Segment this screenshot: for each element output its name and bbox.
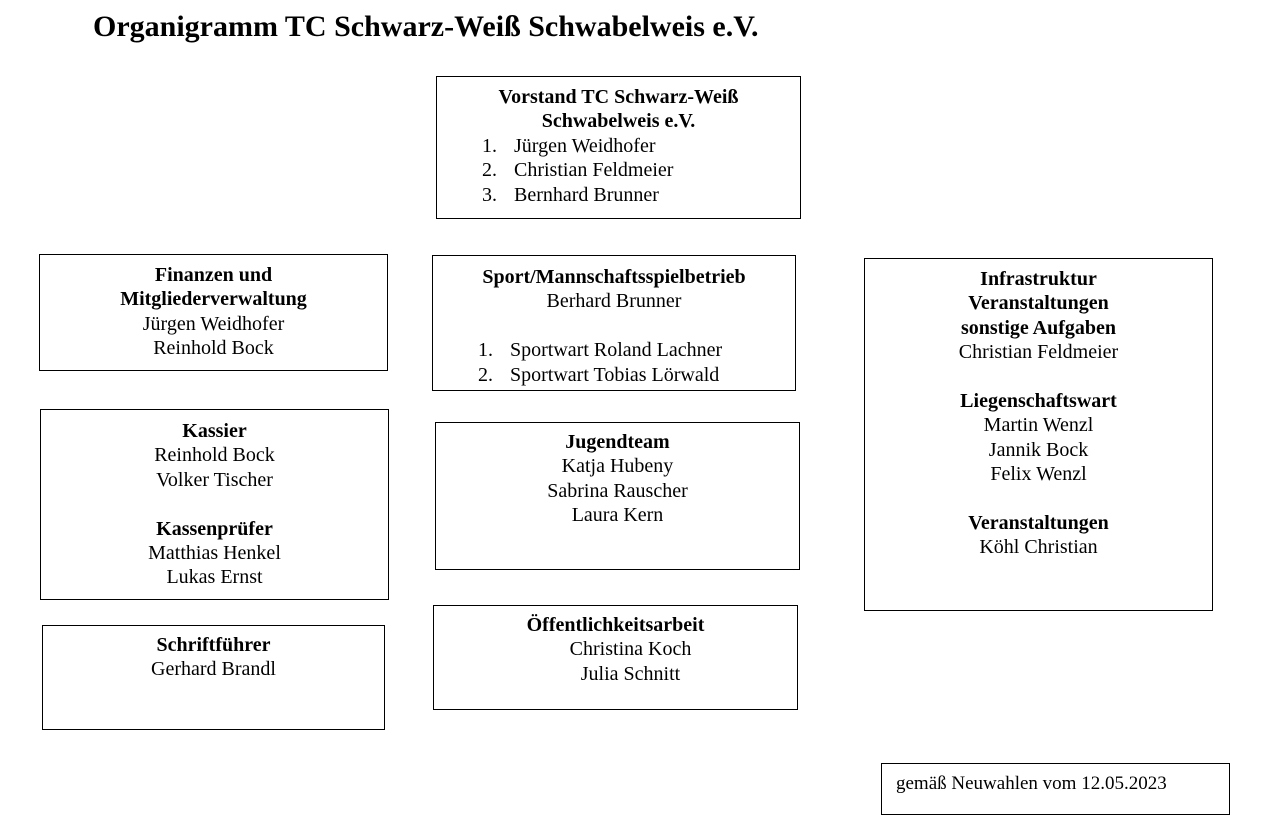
election-note: gemäß Neuwahlen vom 12.05.2023 — [896, 773, 1167, 794]
person-name: Reinhold Bock — [153, 337, 274, 360]
vorstand-box: Vorstand TC Schwarz-Weiß Schwabelweis e.… — [436, 76, 801, 219]
kassier-box: Kassier Reinhold Bock Volker Tischer Kas… — [40, 409, 389, 600]
sportwart-name: Sportwart Roland Lachner — [510, 339, 723, 362]
person-name: Reinhold Bock — [154, 444, 275, 467]
person-name: Felix Wenzl — [990, 463, 1087, 486]
list-item: 2. Christian Feldmeier — [482, 158, 800, 182]
jugendteam-box: Jugendteam Katja Hubeny Sabrina Rauscher… — [435, 422, 800, 570]
infrastruktur-box: Infrastruktur Veranstaltungen sonstige A… — [864, 258, 1213, 611]
infra-heading-line1: Infrastruktur — [980, 268, 1097, 290]
finanzen-box: Finanzen und Mitgliederverwaltung Jürgen… — [39, 254, 388, 371]
election-note-box: gemäß Neuwahlen vom 12.05.2023 — [881, 763, 1230, 815]
list-number: 1. — [482, 134, 497, 157]
kassenpruefer-heading: Kassenprüfer — [156, 517, 273, 540]
member-name: Christian Feldmeier — [514, 159, 674, 182]
sportwart-name: Sportwart Tobias Lörwald — [510, 363, 720, 386]
finanzen-heading-line2: Mitgliederverwaltung — [120, 288, 307, 311]
list-number: 2. — [478, 363, 493, 386]
person-name: Matthias Henkel — [148, 542, 281, 565]
vorstand-heading-line1: Vorstand TC Schwarz-Weiß — [498, 86, 739, 108]
infra-lead: Christian Feldmeier — [958, 341, 1119, 364]
person-name: Köhl Christian — [979, 536, 1098, 559]
veranstaltungen-heading: Veranstaltungen — [968, 512, 1109, 535]
list-number: 1. — [478, 339, 493, 362]
list-item: 3. Bernhard Brunner — [482, 183, 800, 207]
list-number: 2. — [482, 159, 497, 182]
finanzen-heading-line1: Finanzen und — [154, 264, 273, 286]
list-item: 1. Sportwart Roland Lachner — [478, 338, 795, 362]
schriftfuehrer-box: Schriftführer Gerhard Brandl — [42, 625, 385, 730]
schrift-heading: Schriftführer — [156, 634, 271, 656]
person-name: Jannik Bock — [988, 438, 1089, 461]
oeffent-heading: Öffentlichkeitsarbeit — [526, 614, 705, 636]
vorstand-members-list: 1. Jürgen Weidhofer 2. Christian Feldmeier… — [482, 134, 800, 207]
sport-lead: Berhard Brunner — [546, 290, 682, 313]
sport-box: Sport/Mannschaftsspielbetrieb Berhard Br… — [432, 255, 796, 391]
person-name: Gerhard Brandl — [151, 658, 276, 681]
person-name: Katja Hubeny — [561, 455, 674, 478]
member-name: Bernhard Brunner — [514, 183, 659, 206]
infra-heading-line3: sonstige Aufgaben — [960, 316, 1117, 339]
person-name: Christina Koch — [569, 638, 692, 661]
list-number: 3. — [482, 183, 497, 206]
person-name: Julia Schnitt — [580, 662, 681, 685]
person-name: Martin Wenzl — [983, 414, 1094, 437]
jugend-heading: Jugendteam — [565, 431, 670, 453]
person-name: Volker Tischer — [156, 468, 273, 491]
person-name: Lukas Ernst — [166, 566, 263, 589]
liegenschaft-heading: Liegenschaftswart — [960, 390, 1117, 413]
vorstand-heading-line2: Schwabelweis e.V. — [541, 110, 696, 133]
list-item: 2. Sportwart Tobias Lörwald — [478, 363, 795, 387]
sportwarte-list: 1. Sportwart Roland Lachner 2. Sportwart T… — [478, 338, 795, 387]
oeffentlichkeitsarbeit-box: Öffentlichkeitsarbeit Christina Koch Jul… — [433, 605, 798, 710]
kassier-heading: Kassier — [182, 420, 247, 442]
sport-heading: Sport/Mannschaftsspielbetrieb — [482, 266, 746, 288]
member-name: Jürgen Weidhofer — [514, 134, 656, 157]
infra-heading-line2: Veranstaltungen — [968, 292, 1109, 315]
person-name: Laura Kern — [571, 504, 664, 527]
page-title: Organigramm TC Schwarz-Weiß Schwabelweis… — [93, 10, 759, 43]
person-name: Sabrina Rauscher — [547, 479, 688, 502]
list-item: 1. Jürgen Weidhofer — [482, 134, 800, 158]
person-name: Jürgen Weidhofer — [142, 312, 285, 335]
